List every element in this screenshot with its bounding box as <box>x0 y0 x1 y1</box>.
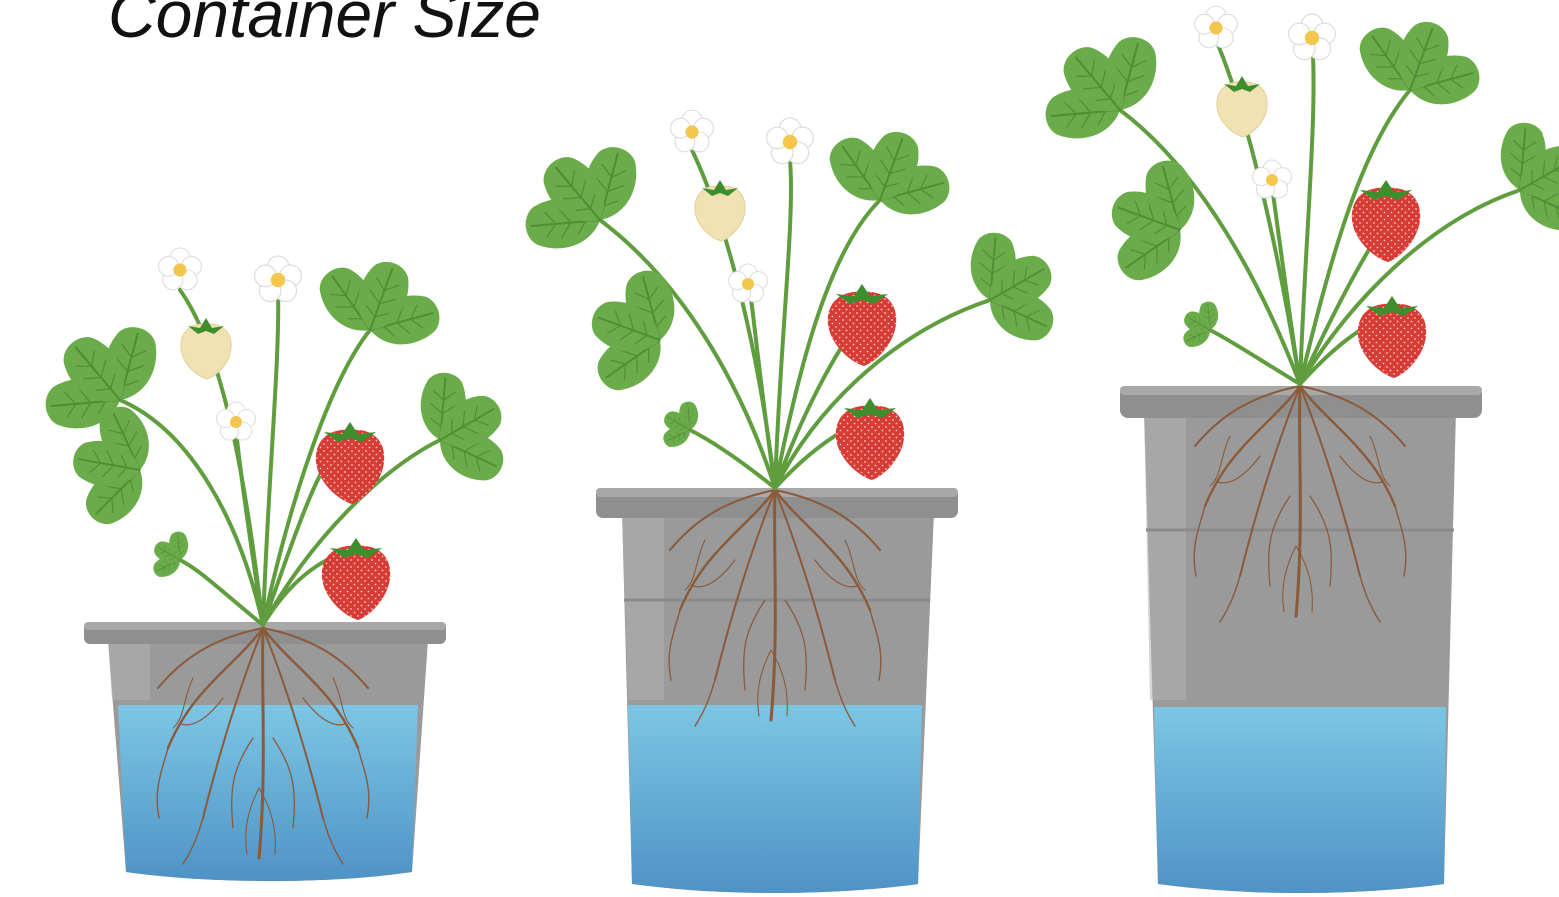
unripe-strawberry <box>695 180 745 241</box>
flower <box>767 118 814 164</box>
leaf <box>1089 138 1223 304</box>
pot-small <box>84 622 446 881</box>
leaf <box>940 207 1082 368</box>
leaf <box>569 248 703 414</box>
flower <box>1289 14 1336 60</box>
leaf <box>296 239 462 373</box>
ripe-strawberry <box>836 398 904 480</box>
leaf <box>1470 97 1559 258</box>
leaf <box>141 521 201 589</box>
flower <box>217 402 256 440</box>
leaf <box>806 109 972 243</box>
flower <box>255 256 302 302</box>
flower <box>159 248 202 290</box>
ripe-strawberry <box>316 422 384 504</box>
unripe-strawberry <box>1217 76 1267 137</box>
ripe-strawberry <box>322 538 390 620</box>
water-small <box>118 705 418 881</box>
flower <box>1253 160 1292 198</box>
water-medium <box>628 705 922 893</box>
unripe-strawberry <box>181 318 231 379</box>
pot-medium <box>596 488 958 893</box>
flower <box>1195 6 1238 48</box>
leaf <box>1336 0 1502 133</box>
leaf <box>651 391 711 459</box>
flower <box>671 110 714 152</box>
leaf <box>1171 291 1231 359</box>
leaf <box>390 347 532 508</box>
ripe-strawberry <box>1352 180 1420 262</box>
ripe-strawberry <box>1358 296 1426 378</box>
water-large <box>1154 707 1446 893</box>
